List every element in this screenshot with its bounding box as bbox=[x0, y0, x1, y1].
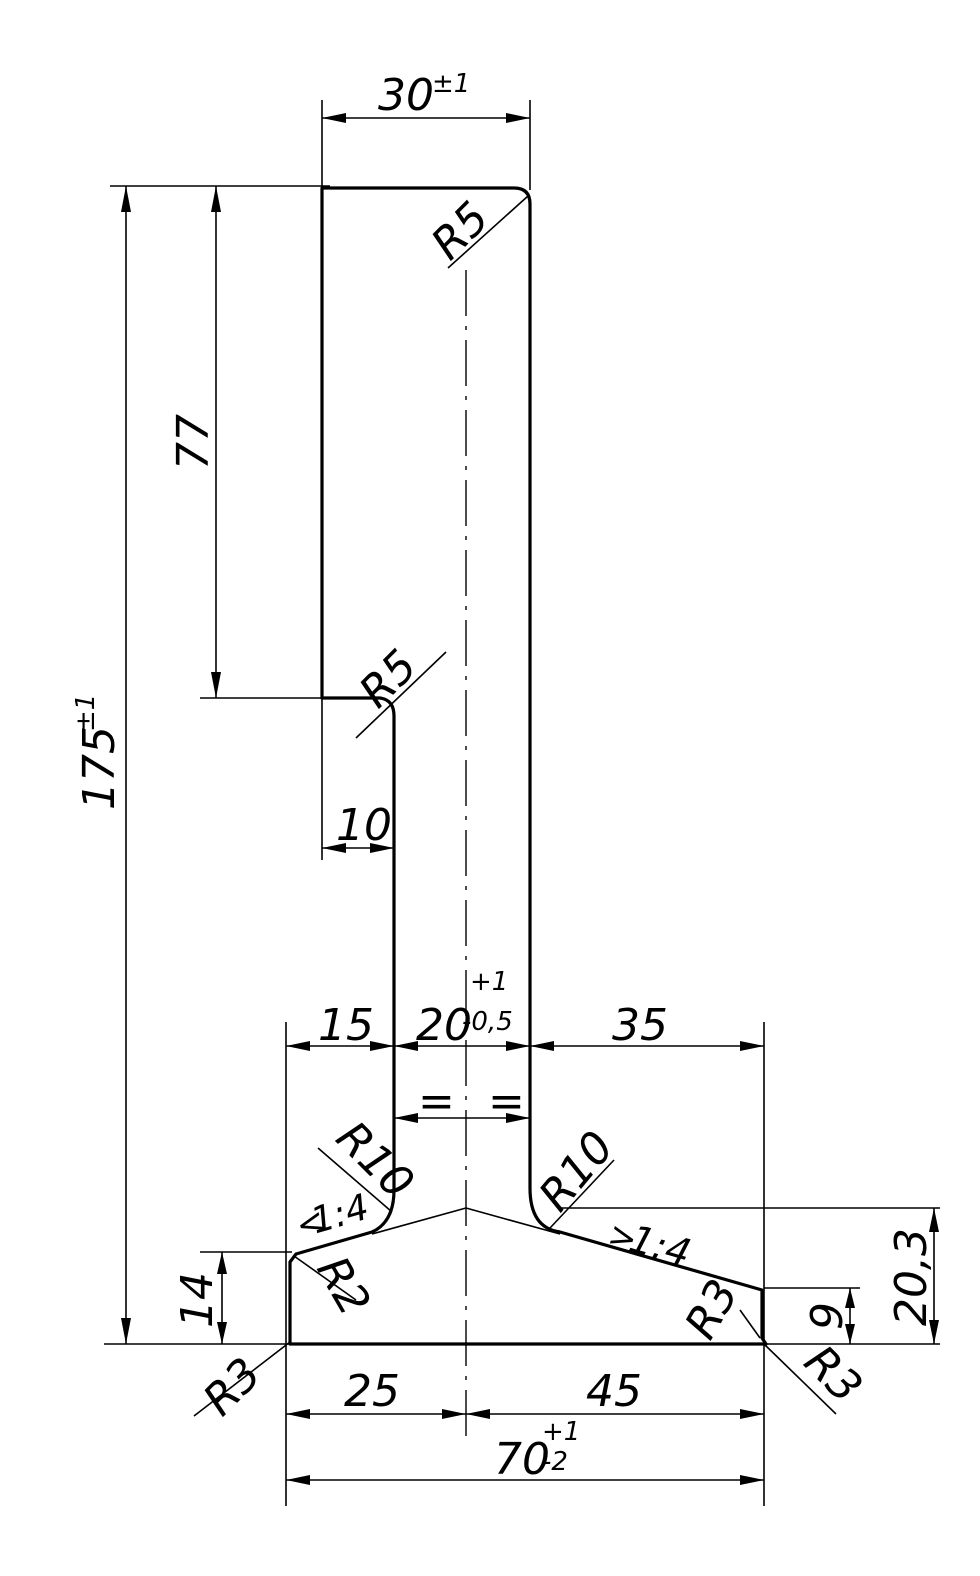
label-top-width: 30 bbox=[378, 70, 434, 121]
leader-r2 bbox=[293, 1255, 357, 1301]
leader-r5-step bbox=[355, 651, 447, 739]
leader-r3-right-lower bbox=[763, 1343, 837, 1415]
leader-r3-right-upper bbox=[739, 1309, 761, 1339]
label-base-total-tol-minus: -2 bbox=[542, 1447, 568, 1477]
label-web-width: 20 bbox=[416, 1000, 472, 1051]
label-radius-top: R5 bbox=[422, 192, 499, 269]
label-right-foot: 35 bbox=[612, 1000, 668, 1051]
label-top-width-tol: ±1 bbox=[432, 69, 470, 99]
label-base-total: 70 bbox=[494, 1434, 550, 1485]
leader-r10-right bbox=[549, 1159, 615, 1229]
label-overall-height-tol: ±1 bbox=[71, 694, 101, 732]
leader-r3-left bbox=[193, 1341, 291, 1417]
label-radius-fillet-right: R10 bbox=[529, 1122, 624, 1221]
label-slope-right: 1:4 bbox=[625, 1216, 696, 1275]
label-radius-left-lower: R3 bbox=[194, 1348, 271, 1425]
label-web-width-tol-plus: +1 bbox=[470, 967, 508, 997]
label-upper-step: 77 bbox=[168, 414, 219, 470]
label-radius-step: R5 bbox=[350, 640, 427, 717]
label-left-foot: 15 bbox=[318, 1000, 374, 1051]
label-overall-height: 175 bbox=[74, 726, 125, 810]
label-radius-right-lower: R3 bbox=[794, 1336, 871, 1413]
label-base-left: 25 bbox=[344, 1366, 400, 1417]
label-base-total-tol-plus: +1 bbox=[542, 1417, 580, 1447]
leader-r10-left bbox=[317, 1147, 393, 1213]
label-step-offset: 10 bbox=[336, 800, 392, 851]
web-base-line-right bbox=[465, 1207, 561, 1235]
web-base-line-left bbox=[371, 1207, 467, 1235]
leader-r5-top bbox=[447, 195, 529, 269]
label-web-width-tol-minus: -0,5 bbox=[462, 1007, 513, 1037]
label-left-edge: 14 bbox=[172, 1272, 223, 1328]
label-base-right: 45 bbox=[586, 1366, 642, 1417]
label-equal-left: = bbox=[418, 1076, 455, 1127]
label-radius-left-upper: R2 bbox=[306, 1248, 379, 1324]
label-flange-height: 20,3 bbox=[886, 1228, 937, 1326]
label-equal-right: = bbox=[488, 1076, 525, 1127]
label-right-edge: 9 bbox=[802, 1302, 853, 1330]
